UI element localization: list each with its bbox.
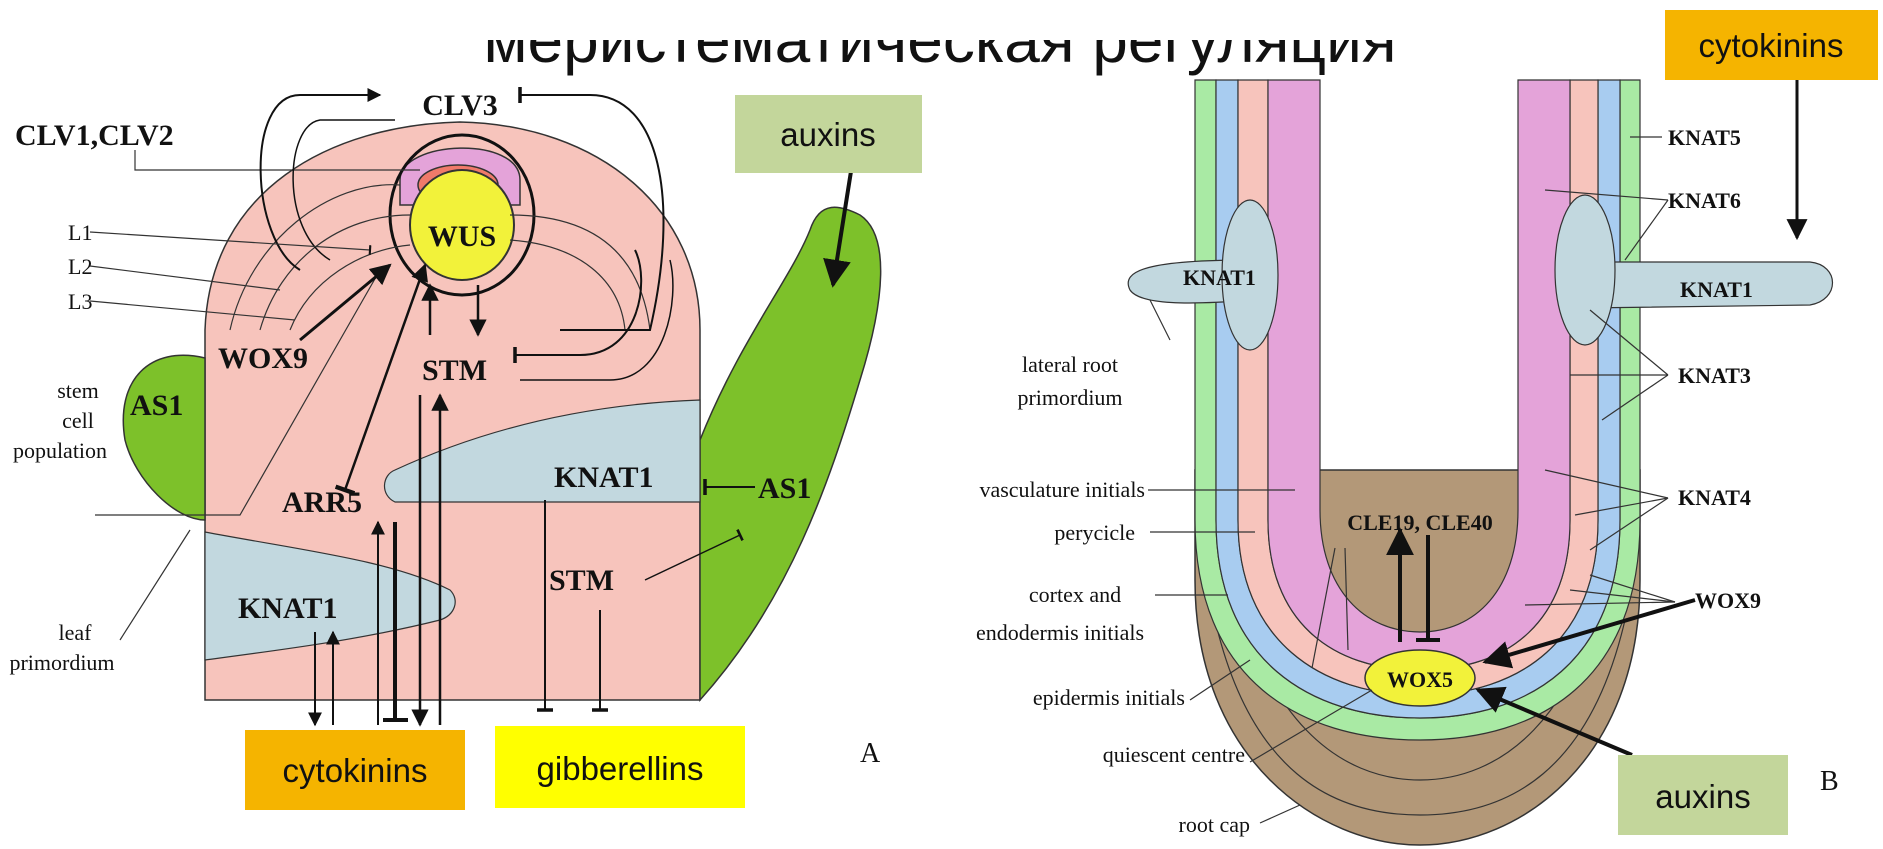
cytokinins-label-b: cytokinins [1699, 27, 1844, 64]
gene-as1-left: AS1 [130, 389, 183, 422]
label-root-cap: root cap [1179, 812, 1250, 837]
label-l2: L2 [68, 254, 92, 279]
gene-wox9-b: WOX9 [1695, 588, 1761, 613]
gene-knat1-right-b: KNAT1 [1680, 277, 1753, 302]
gene-knat5: KNAT5 [1668, 125, 1741, 150]
label-stem-3: population [13, 438, 107, 463]
gibberellins-label: gibberellins [537, 750, 704, 787]
cytokinins-label-a: cytokinins [283, 752, 428, 789]
lateral-root-pointer [1150, 300, 1170, 340]
label-vasculature: vasculature initials [979, 477, 1145, 502]
gene-clv3: CLV3 [422, 89, 498, 122]
panel-b-label: B [1820, 766, 1839, 797]
gene-knat3: KNAT3 [1678, 363, 1751, 388]
gene-cle19-cle40: CLE19, CLE40 [1347, 510, 1492, 535]
auxins-label-b: auxins [1655, 778, 1750, 815]
root-cap-pointer [1260, 805, 1300, 823]
gene-as1-right: AS1 [758, 472, 811, 505]
gene-arr5: ARR5 [282, 486, 362, 519]
label-lateral-2: primordium [1017, 385, 1122, 410]
label-stem-1: stem [57, 378, 99, 403]
gene-wox5: WOX5 [1387, 667, 1453, 692]
label-lateral-1: lateral root [1022, 352, 1118, 377]
gene-knat1-left: KNAT1 [238, 592, 337, 625]
label-l1: L1 [68, 220, 92, 245]
gene-wox9: WOX9 [218, 342, 308, 375]
title-clip-mask [0, 0, 1450, 40]
knat1-oval-right [1555, 195, 1615, 345]
label-cortex-1: cortex and [1029, 582, 1121, 607]
gene-stm-top: STM [422, 354, 487, 387]
leaf-primordium-left [123, 355, 205, 520]
gene-knat6: KNAT6 [1668, 188, 1741, 213]
panel-a: CLV3 CLV1,CLV2 WUS WOX9 STM AS1 ARR5 KNA… [9, 89, 922, 810]
leaf-primordium-pointer [120, 530, 190, 640]
label-epidermis: epidermis initials [1033, 685, 1185, 710]
gene-knat1-left-b: KNAT1 [1183, 265, 1256, 290]
gene-stm-bottom: STM [549, 564, 614, 597]
panel-b: KNAT5 KNAT6 KNAT1 KNAT1 KNAT3 KNAT4 WOX9… [976, 10, 1878, 845]
label-stem-2: cell [62, 408, 94, 433]
auxins-label-a: auxins [780, 116, 875, 153]
panel-a-label: A [860, 738, 881, 769]
gene-knat1-right: KNAT1 [554, 461, 653, 494]
label-cortex-2: endodermis initials [976, 620, 1144, 645]
gene-clv1-clv2: CLV1,CLV2 [15, 119, 174, 152]
gene-knat4: KNAT4 [1678, 485, 1751, 510]
label-quiescent: quiescent centre [1103, 742, 1245, 767]
label-perycicle: perycicle [1054, 520, 1135, 545]
label-leaf-1: leaf [59, 620, 93, 645]
label-l3: L3 [68, 289, 92, 314]
leaf-primordium-right [700, 207, 881, 700]
gene-wus: WUS [428, 220, 496, 253]
label-leaf-2: primordium [9, 650, 114, 675]
